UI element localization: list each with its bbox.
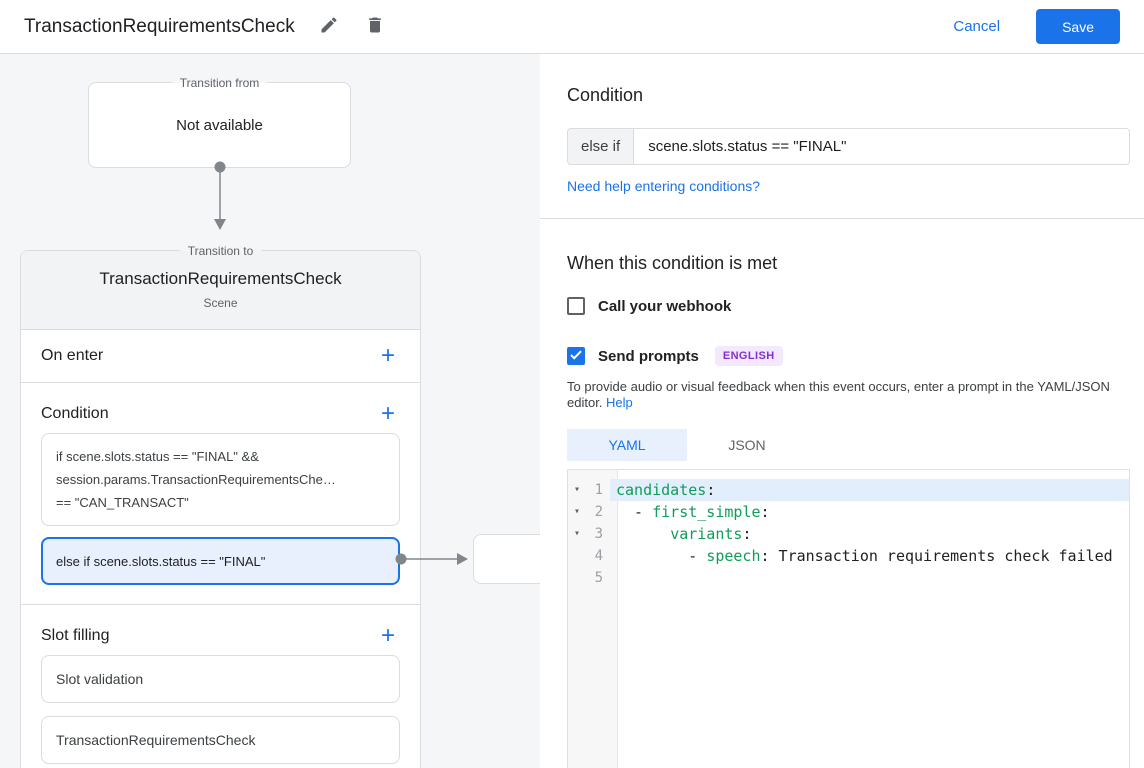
page-title: TransactionRequirementsCheck	[24, 15, 295, 37]
line-number: 1	[594, 482, 603, 498]
prompt-help-link[interactable]: Help	[606, 395, 633, 410]
send-prompts-checkbox[interactable]	[567, 347, 585, 365]
transition-from-value: Not available	[176, 117, 263, 134]
pencil-icon	[319, 15, 339, 38]
conditions-help-link[interactable]: Need help entering conditions?	[567, 178, 761, 194]
slot-item-text: TransactionRequirementsCheck	[56, 732, 256, 748]
line-content: - first_simple:	[616, 503, 770, 521]
transition-from-legend: Transition from	[171, 74, 268, 92]
line-number: 4	[594, 548, 603, 564]
condition-expression-input[interactable]	[634, 128, 1130, 165]
language-badge: ENGLISH	[714, 346, 783, 366]
transition-to-legend: Transition to	[179, 242, 262, 260]
send-prompts-row: Send prompts ENGLISH	[567, 346, 1130, 366]
top-bar: TransactionRequirementsCheck Cancel Save	[0, 0, 1144, 54]
editor-line-5[interactable]: 5	[568, 567, 1129, 589]
line-number: 3	[594, 526, 603, 542]
condition-item-text: else if scene.slots.status == "FINAL"	[56, 553, 266, 569]
cancel-button[interactable]: Cancel	[953, 18, 1001, 35]
condition-item-line: if scene.slots.status == "FINAL" &&	[56, 449, 259, 464]
line-number: 2	[594, 504, 603, 520]
panel-divider	[540, 218, 1144, 219]
send-prompts-label: Send prompts	[598, 347, 699, 365]
panel-title-row: Condition	[567, 84, 1130, 106]
yaml-editor[interactable]: ▾ 1 candidates: ▾ 2 - first_simple: ▾ 3 varian…	[567, 469, 1130, 768]
call-webhook-row: Call your webhook	[567, 297, 1130, 315]
add-on-enter-button[interactable]: +	[376, 344, 400, 368]
condition-section-label: Condition	[41, 405, 109, 422]
on-enter-row: On enter +	[21, 330, 420, 383]
checkmark-icon	[570, 347, 582, 365]
condition-section-head: Condition +	[41, 395, 400, 433]
edit-title-button[interactable]	[317, 15, 341, 39]
editor-tabs: YAML JSON	[567, 429, 1130, 461]
slot-item-transaction[interactable]: TransactionRequirementsCheck	[41, 716, 400, 764]
prompt-description-text: To provide audio or visual feedback when…	[567, 379, 1110, 410]
line-content: candidates:	[610, 479, 1129, 501]
right-arrow-connector	[395, 553, 468, 565]
editor-line-1[interactable]: ▾ 1 candidates:	[568, 479, 1129, 501]
scene-card: Transition to TransactionRequirementsChe…	[20, 242, 421, 768]
condition-detail-panel: Condition else if Need help entering con…	[540, 54, 1144, 768]
editor-line-4[interactable]: 4 - speech: Transaction requirements che…	[568, 545, 1129, 567]
on-enter-label: On enter	[41, 347, 104, 364]
line-content	[610, 567, 1129, 589]
line-number: 5	[594, 570, 603, 586]
scene-card-title: TransactionRequirementsCheck	[99, 269, 342, 288]
condition-item-selected[interactable]: else if scene.slots.status == "FINAL"	[41, 537, 400, 585]
line-content: variants:	[670, 525, 752, 543]
trash-icon	[365, 15, 385, 38]
fold-arrow-icon[interactable]: ▾	[573, 506, 581, 517]
transition-from-box[interactable]: Transition from Not available	[88, 74, 351, 168]
slot-filling-label: Slot filling	[41, 627, 110, 644]
scene-card-subtitle: Scene	[203, 296, 238, 310]
tab-json[interactable]: JSON	[728, 437, 766, 453]
add-slot-button[interactable]: +	[376, 624, 400, 648]
condition-prefix-label: else if	[567, 128, 635, 165]
slot-filling-section: Slot filling + Slot validation Transacti…	[21, 605, 420, 768]
fold-gutter-empty	[568, 567, 586, 589]
editor-line-2[interactable]: ▾ 2 - first_simple:	[568, 501, 1129, 523]
flow-canvas: Transition from Not available Transition…	[0, 54, 540, 768]
call-webhook-label: Call your webhook	[598, 297, 732, 315]
fold-arrow-icon[interactable]: ▾	[573, 528, 581, 539]
slot-item-validation[interactable]: Slot validation	[41, 655, 400, 703]
panel-title: Condition	[567, 85, 644, 105]
condition-item-line: == "CAN_TRANSACT"	[56, 495, 189, 510]
fold-arrow-icon[interactable]: ▾	[573, 484, 581, 495]
call-webhook-checkbox[interactable]	[567, 297, 585, 315]
tab-yaml[interactable]: YAML	[567, 429, 687, 461]
condition-item-line: session.params.TransactionRequirementsCh…	[56, 472, 336, 487]
save-button[interactable]: Save	[1036, 9, 1120, 44]
when-condition-met-heading: When this condition is met	[567, 253, 778, 273]
condition-section: Condition + if scene.slots.status == "FI…	[21, 383, 420, 605]
down-arrow-connector	[214, 161, 226, 230]
transition-target-box[interactable]	[473, 534, 540, 584]
add-condition-button[interactable]: +	[376, 402, 400, 426]
slot-item-text: Slot validation	[56, 671, 144, 687]
fold-gutter-empty	[568, 545, 586, 567]
delete-scene-button[interactable]	[363, 15, 387, 39]
line-content: - speech: Transaction requirements check…	[616, 547, 1113, 565]
slot-filling-section-head: Slot filling +	[41, 617, 400, 655]
condition-item-first[interactable]: if scene.slots.status == "FINAL" && sess…	[41, 433, 400, 526]
yaml-editor-lines: ▾ 1 candidates: ▾ 2 - first_simple: ▾ 3 varian…	[568, 479, 1129, 589]
scene-card-header: TransactionRequirementsCheck Scene	[21, 251, 420, 330]
prompt-description: To provide audio or visual feedback when…	[567, 379, 1130, 411]
condition-expression-row: else if	[567, 128, 1130, 165]
editor-line-3[interactable]: ▾ 3 variants:	[568, 523, 1129, 545]
